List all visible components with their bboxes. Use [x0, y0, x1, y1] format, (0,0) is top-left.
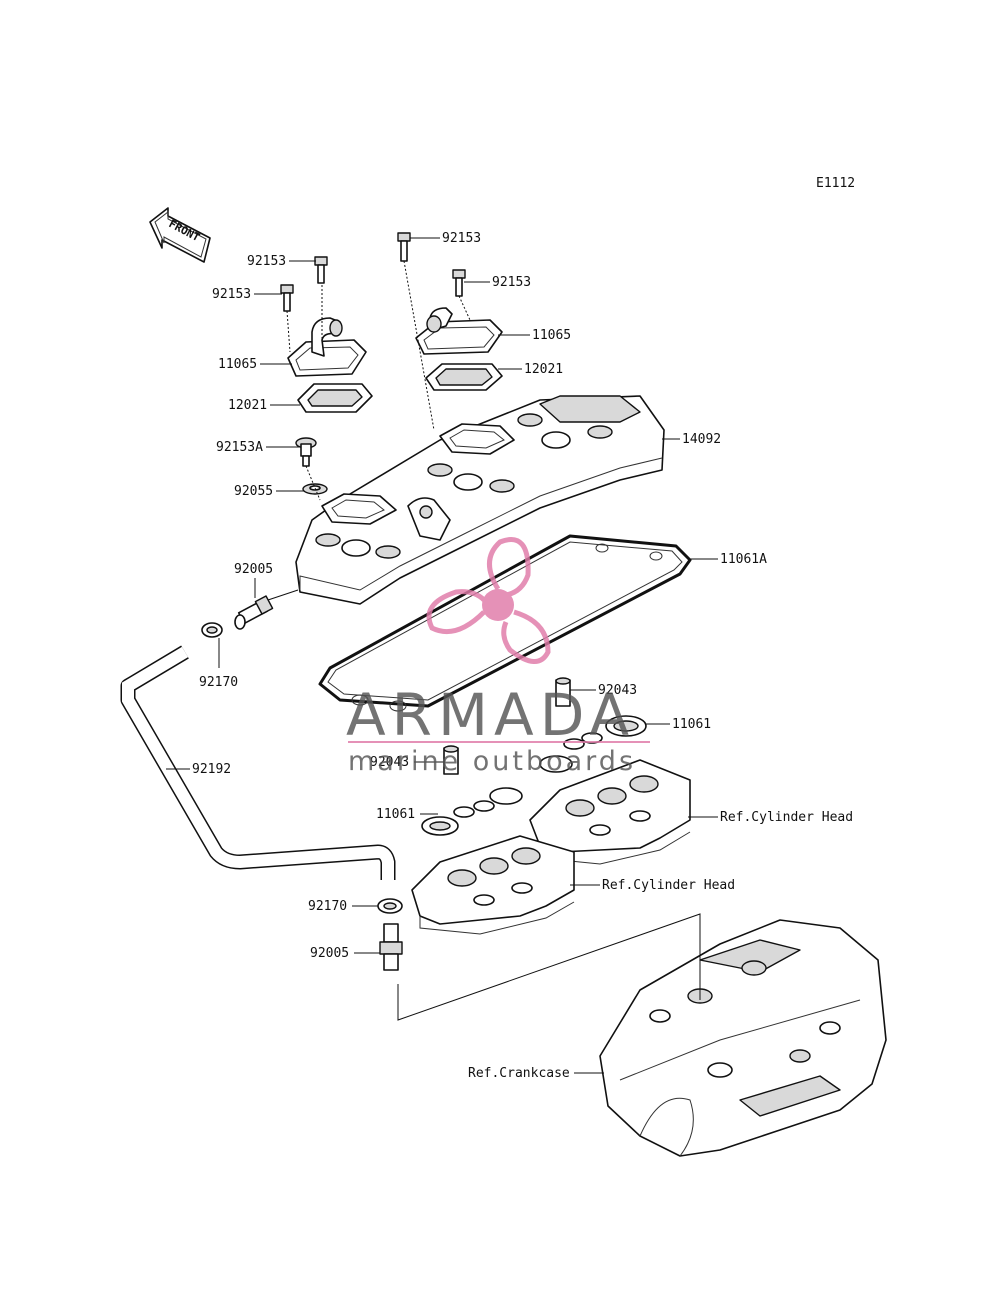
- reed-plate-12021-a: [297, 383, 373, 413]
- bolt-92153-a: [314, 256, 328, 284]
- cylinder-head-cover-14092: [295, 395, 665, 605]
- crankcase-ref: [599, 919, 887, 1157]
- label-92153-c: 92153: [442, 231, 481, 246]
- label-ref-cylinder-head-2: Ref.Cylinder Head: [602, 878, 735, 893]
- label-92055: 92055: [234, 484, 273, 499]
- label-12021-a: 12021: [228, 398, 267, 413]
- seal-11061-a: [539, 715, 647, 773]
- label-92192: 92192: [192, 762, 231, 777]
- label-92005-b: 92005: [310, 946, 349, 961]
- label-92043-a: 92043: [598, 683, 637, 698]
- breather-cover-11065-b: [415, 307, 503, 355]
- label-ref-cylinder-head-1: Ref.Cylinder Head: [720, 810, 853, 825]
- figure-code: E1112: [816, 176, 855, 191]
- bolt-92153A: [295, 437, 317, 467]
- front-arrow-icon: FRONT: [149, 207, 211, 263]
- armada-watermark: ARMADA marine outboards: [346, 536, 650, 777]
- label-11061-b: 11061: [376, 807, 415, 822]
- cover-gasket-11061A: [318, 534, 692, 712]
- leader-lines: [166, 237, 718, 1074]
- label-92170-b: 92170: [308, 899, 347, 914]
- label-92153-b: 92153: [212, 287, 251, 302]
- watermark-tagline: marine outboards: [348, 746, 636, 777]
- label-92153-a: 92153: [247, 254, 286, 269]
- label-92153A: 92153A: [216, 440, 263, 455]
- part-labels: 92153 92153 92153 92153 11065 11065 1202…: [192, 231, 853, 1081]
- bolt-92153-b: [280, 284, 294, 312]
- clamp-92170-b: [377, 898, 403, 914]
- watermark-brand: ARMADA: [346, 681, 635, 749]
- plug-92043-a: [555, 677, 571, 707]
- label-92043-b: 92043: [370, 755, 409, 770]
- cylinder-head-ref-1: [529, 759, 691, 865]
- label-92005-a: 92005: [234, 562, 273, 577]
- propeller-logo-icon: [426, 536, 551, 664]
- breather-hose-92192: [120, 645, 396, 880]
- fitting-92005-a: [234, 595, 274, 630]
- fitting-92005-b: [379, 923, 403, 971]
- label-11065-b: 11065: [532, 328, 571, 343]
- bolt-92153-c: [397, 232, 411, 262]
- reed-plate-12021-b: [425, 363, 503, 391]
- label-ref-crankcase: Ref.Crankcase: [468, 1066, 570, 1081]
- washer-92055: [302, 483, 328, 495]
- bolt-92153-d: [452, 269, 466, 297]
- breather-cover-11065-a: [287, 317, 367, 377]
- label-11061-a: 11061: [672, 717, 711, 732]
- label-92170-a: 92170: [199, 675, 238, 690]
- label-92153-d: 92153: [492, 275, 531, 290]
- label-11065-a: 11065: [218, 357, 257, 372]
- cylinder-head-ref-2: [411, 835, 575, 935]
- label-11061A: 11061A: [720, 552, 767, 567]
- label-12021-b: 12021: [524, 362, 563, 377]
- seal-11061-b: [421, 787, 523, 836]
- plug-92043-b: [443, 745, 459, 775]
- label-14092: 14092: [682, 432, 721, 447]
- clamp-92170-a: [201, 622, 223, 638]
